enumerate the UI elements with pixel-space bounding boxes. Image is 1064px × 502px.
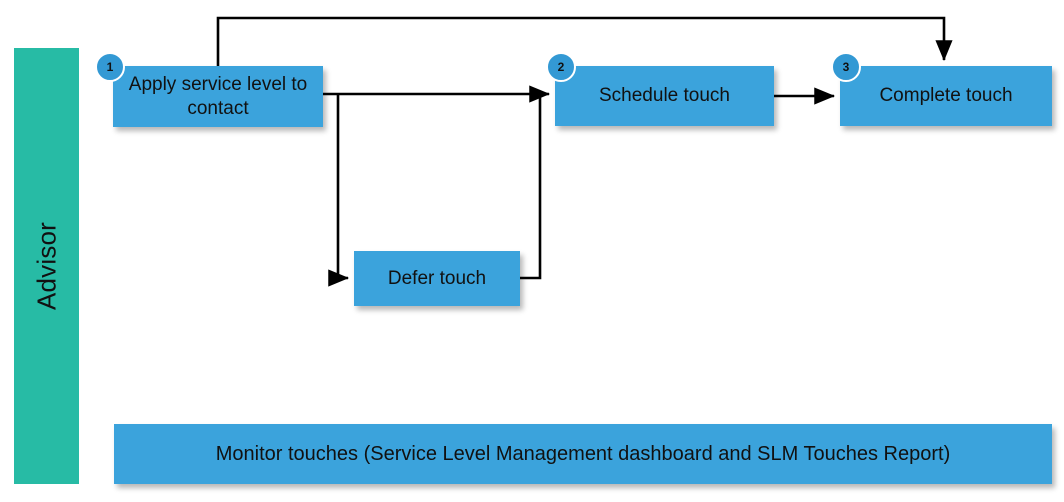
swimlane-advisor: Advisor — [14, 48, 79, 484]
node-monitor-touches[interactable]: Monitor touches (Service Level Managemen… — [114, 424, 1052, 484]
node-schedule-touch[interactable]: Schedule touch — [555, 66, 774, 126]
node-defer-touch[interactable]: Defer touch — [354, 251, 520, 306]
connector-apply-to-defer — [328, 94, 350, 287]
step-badge-1: 1 — [95, 52, 125, 82]
node-complete-label: Complete touch — [879, 85, 1013, 107]
step-badge-2-number: 2 — [557, 60, 565, 74]
connector-defer-to-schedule — [520, 94, 542, 280]
node-schedule-label: Schedule touch — [599, 85, 730, 107]
node-complete-touch[interactable]: Complete touch — [840, 66, 1052, 126]
step-badge-1-number: 1 — [106, 60, 114, 74]
node-apply-service-level[interactable]: Apply service level to contact — [113, 66, 323, 127]
step-badge-2: 2 — [546, 52, 576, 82]
step-badge-3: 3 — [831, 52, 861, 82]
step-badge-3-number: 3 — [842, 60, 850, 74]
node-monitor-label: Monitor touches (Service Level Managemen… — [215, 442, 951, 465]
node-defer-label: Defer touch — [387, 267, 487, 289]
node-apply-label: Apply service level to contact — [128, 73, 308, 119]
swimlane-label: Advisor — [31, 221, 61, 311]
